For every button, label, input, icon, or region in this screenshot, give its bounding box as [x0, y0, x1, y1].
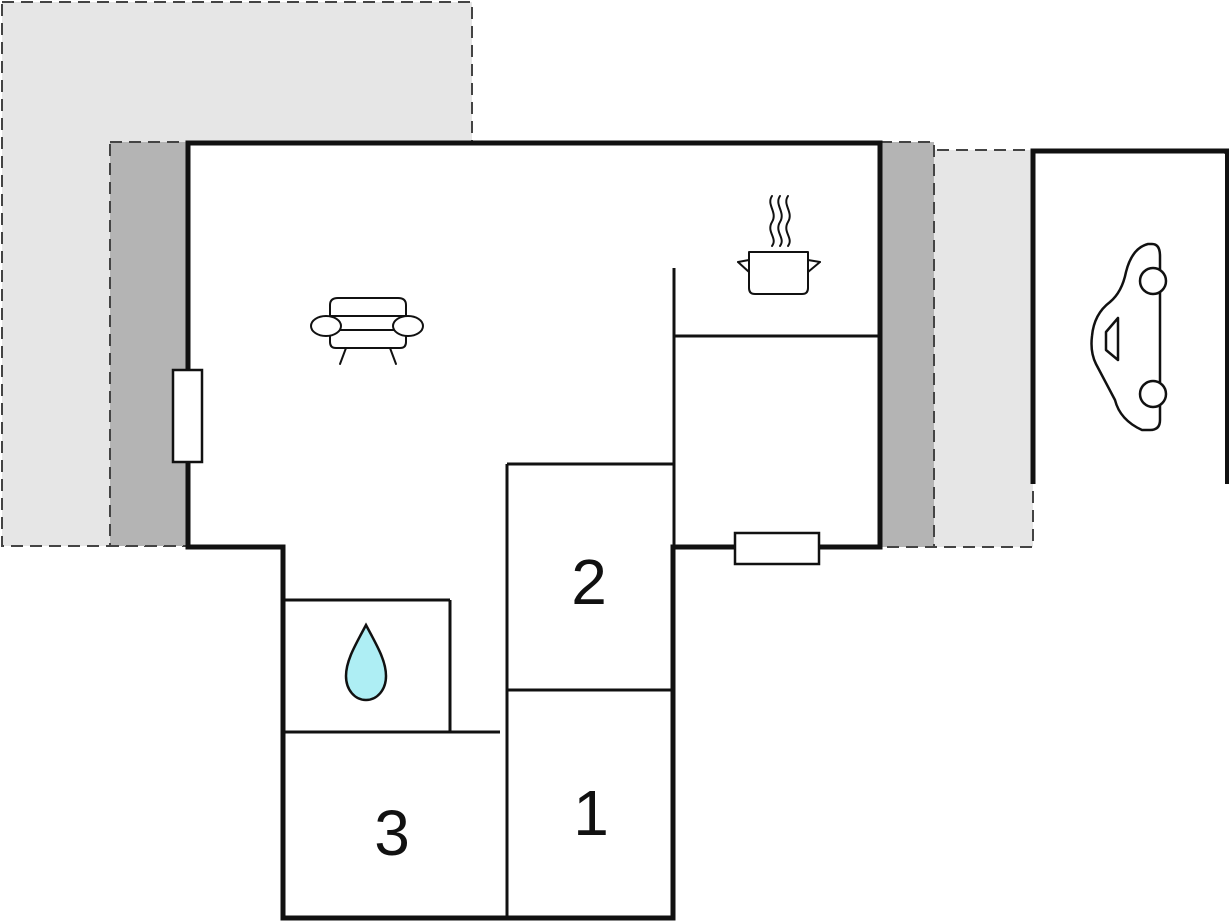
exterior-walls [185, 140, 883, 921]
room-label-bedroom-2: 2 [571, 546, 607, 618]
terrace-left-strip [109, 141, 189, 547]
terrace-right-strip [879, 141, 935, 548]
garage-walls [1030, 148, 1229, 484]
cooking-pot-icon [737, 195, 821, 295]
interior-walls [283, 268, 880, 918]
window-bottom-right [733, 531, 821, 566]
room-label-bedroom-1: 1 [573, 777, 609, 849]
window-left [171, 368, 204, 464]
car-icon [1090, 242, 1168, 432]
sofa-icon [310, 297, 424, 365]
water-drop-icon [344, 622, 388, 702]
room-label-bedroom-3: 3 [374, 797, 410, 869]
